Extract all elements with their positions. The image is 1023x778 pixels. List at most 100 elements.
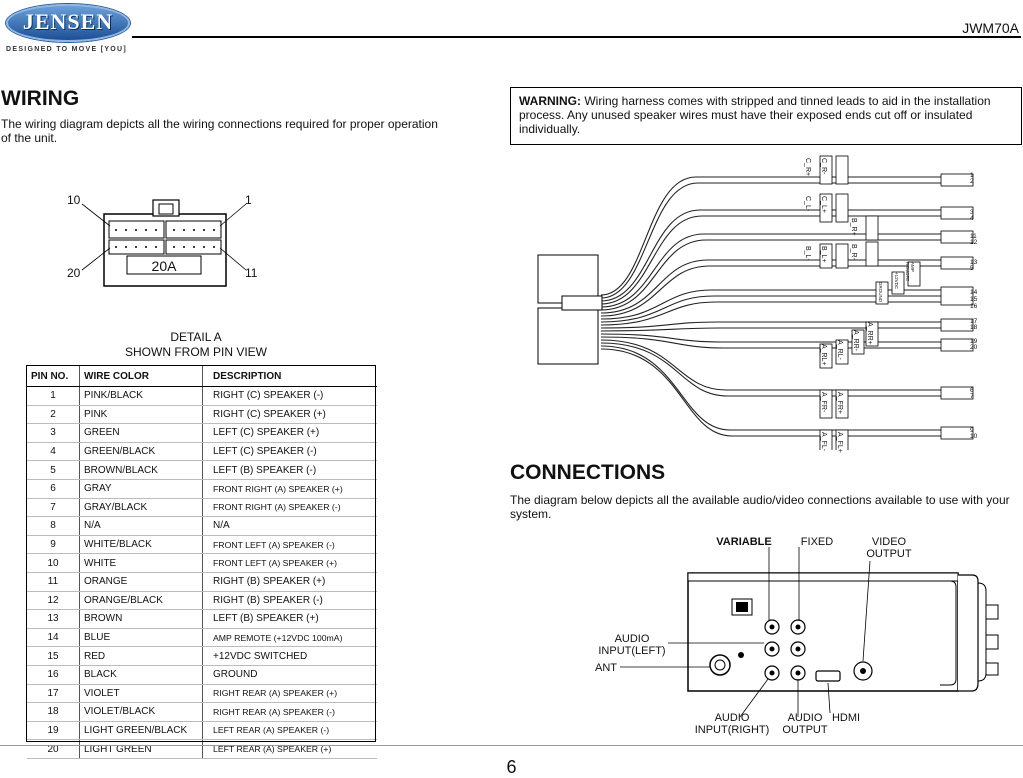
header-wire-color: WIRE COLOR: [79, 366, 203, 387]
description-cell: FRONT RIGHT (A) SPEAKER (-): [202, 498, 377, 518]
wire-color-cell: WHITE/BLACK: [79, 535, 203, 555]
pin-label-10: 10: [67, 193, 81, 207]
pin-num: 7: [970, 393, 974, 400]
tag-a-rl-minus: A_RL-: [836, 340, 843, 360]
wire-color-cell: BROWN: [79, 609, 203, 629]
wire-color-cell: GRAY: [79, 479, 203, 499]
wire-color-cell: WHITE: [79, 553, 203, 573]
pin-no-cell: 17: [27, 684, 80, 704]
pin-num: 12: [970, 239, 978, 246]
wire-color-cell: GREEN: [79, 423, 203, 443]
pin-num: 9: [970, 427, 974, 434]
tag-a-rr-plus: A_RR+: [866, 322, 873, 345]
description-cell: FRONT LEFT (A) SPEAKER (+): [202, 553, 377, 573]
connector-detail-diagram: [81, 199, 247, 287]
tag-a-fr-minus: A_FR-: [820, 392, 827, 413]
tag-a-fl-minus: A_FL-: [820, 432, 827, 452]
wire-color-cell: N/A: [79, 516, 203, 536]
description-cell: LEFT (C) SPEAKER (-): [202, 442, 377, 462]
pin-num: 16: [970, 303, 978, 310]
connections-heading: CONNECTIONS: [510, 461, 666, 484]
pin-no-cell: 11: [27, 572, 80, 592]
pin-no-cell: 15: [27, 646, 80, 666]
pin-no-cell: 13: [27, 609, 80, 629]
wire-color-cell: VIOLET: [79, 684, 203, 704]
warning-box: WARNING: Wiring harness comes with strip…: [510, 87, 1022, 145]
jensen-logo-badge: [6, 4, 130, 42]
pin-no-cell: 5: [27, 460, 80, 480]
description-cell: RIGHT REAR (A) SPEAKER (-): [202, 702, 377, 722]
wire-color-cell: LIGHT GREEN/BLACK: [79, 721, 203, 741]
tag-ground: GROUND: [878, 282, 883, 302]
detail-caption-2: SHOWN FROM PIN VIEW: [125, 345, 267, 359]
pin-num: 15: [970, 296, 978, 303]
pin-no-cell: 1: [27, 386, 80, 406]
pin-num: 6: [970, 387, 974, 394]
pin-num: 18: [970, 324, 978, 331]
pin-no-cell: 7: [27, 498, 80, 518]
wire-color-cell: ORANGE: [79, 572, 203, 592]
pin-num: 10: [970, 433, 978, 440]
pin-num: 20: [970, 344, 978, 351]
description-cell: RIGHT (C) SPEAKER (-): [202, 386, 377, 406]
description-cell: RIGHT (B) SPEAKER (-): [202, 591, 377, 611]
label-video-output: VIDEO OUTPUT: [866, 536, 912, 560]
warning-text: Wiring harness comes with stripped and t…: [519, 94, 991, 136]
wire-color-cell: BROWN/BLACK: [79, 460, 203, 480]
description-cell: LEFT (B) SPEAKER (-): [202, 460, 377, 480]
wire-color-cell: LIGHT GREEN: [79, 739, 203, 759]
description-cell: LEFT REAR (A) SPEAKER (+): [202, 739, 377, 759]
tag-c-l-minus: C_L-: [804, 196, 811, 212]
table-header-row: PIN NO. WIRE COLOR DESCRIPTION: [27, 366, 377, 387]
pin-num: 1: [970, 172, 974, 179]
pin-num: 11: [970, 233, 977, 240]
label-fixed: FIXED: [800, 536, 834, 548]
description-cell: +12VDC SWITCHED: [202, 646, 377, 666]
tag-a-fr-plus: A_FR+: [836, 392, 843, 414]
wire-color-cell: RED: [79, 646, 203, 666]
wire-tags: [819, 155, 921, 450]
tag-b-r-minus: B_R-: [850, 244, 857, 260]
wiring-harness-diagram: [537, 155, 974, 450]
tag-b-r-plus: B_R+: [850, 218, 857, 236]
tag-12vdc: +12VDC: [894, 272, 899, 290]
tag-a-rr-minus: A_RR-: [852, 330, 859, 352]
pin-no-cell: 18: [27, 702, 80, 722]
brand-logo: JENSEN: [22, 9, 114, 34]
brand-tagline: DESIGNED TO MOVE [YOU]: [6, 46, 128, 53]
pin-num: 3: [970, 209, 974, 216]
wire-color-cell: BLUE: [79, 628, 203, 648]
tag-b-l-minus: B_L-: [804, 246, 811, 261]
pin-label-20: 20: [67, 266, 81, 280]
header-rule: [132, 36, 1021, 38]
pin-num: 13: [970, 259, 978, 266]
label-audio-input-left: AUDIO INPUT(LEFT): [598, 633, 666, 657]
wiring-description: The wiring diagram depicts all the wirin…: [1, 117, 438, 145]
description-cell: N/A: [202, 516, 377, 536]
tag-a-rl-plus: A_RL+: [820, 344, 827, 366]
pin-no-cell: 6: [27, 479, 80, 499]
label-audio-output: AUDIO OUTPUT: [782, 712, 828, 736]
pin-no-cell: 4: [27, 442, 80, 462]
wire-color-cell: PINK/BLACK: [79, 386, 203, 406]
pin-num: 5: [970, 265, 974, 272]
wire-color-cell: VIOLET/BLACK: [79, 702, 203, 722]
model-number: JWM70A: [962, 20, 1019, 36]
label-variable: VARIABLE: [716, 536, 772, 548]
pin-num: 19: [970, 338, 978, 345]
description-cell: LEFT (B) SPEAKER (+): [202, 609, 377, 629]
detail-caption-1: DETAIL A: [170, 330, 222, 344]
pin-num: 17: [970, 318, 978, 325]
pin-no-cell: 2: [27, 405, 80, 425]
